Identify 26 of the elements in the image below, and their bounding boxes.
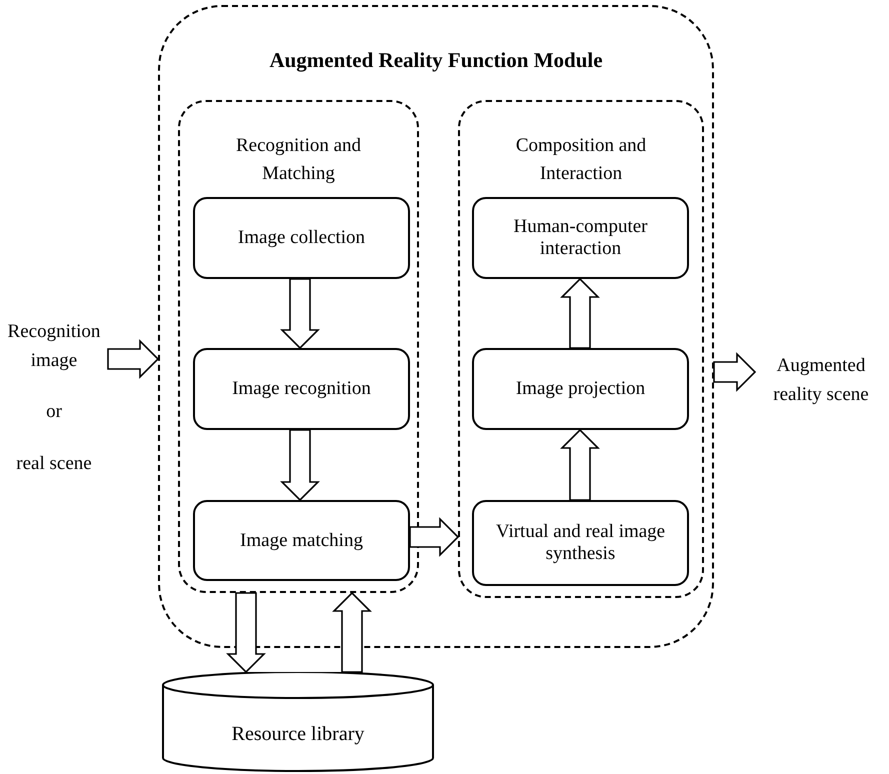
block-arrow xyxy=(713,352,756,392)
block-arrow xyxy=(280,429,320,501)
group-title: Recognition and Matching xyxy=(234,134,362,186)
block-arrow xyxy=(560,278,600,349)
process-box: Virtual and real image synthesis xyxy=(472,500,689,586)
input-output-label: Recognition image xyxy=(6,320,102,372)
module-container xyxy=(158,5,714,648)
block-arrow xyxy=(560,429,600,501)
group-container xyxy=(178,100,419,593)
process-box: Image matching xyxy=(193,500,410,581)
block-arrow xyxy=(409,517,459,557)
process-box: Image recognition xyxy=(193,348,410,430)
input-output-label: or xyxy=(46,400,62,424)
process-box: Image projection xyxy=(472,348,689,430)
group-title: Composition and Interaction xyxy=(514,134,648,186)
process-box: Image collection xyxy=(193,197,410,279)
input-output-label: real scene xyxy=(16,452,92,476)
block-arrow xyxy=(226,592,266,673)
block-arrow xyxy=(332,592,372,673)
module-title: Augmented Reality Function Module xyxy=(269,47,603,74)
block-arrow xyxy=(280,278,320,349)
input-output-label: Augmented reality scene xyxy=(772,354,870,406)
database-label: Resource library xyxy=(232,723,364,746)
group-container xyxy=(458,100,704,598)
block-arrow xyxy=(107,339,159,379)
process-box: Human-computer interaction xyxy=(472,197,689,279)
